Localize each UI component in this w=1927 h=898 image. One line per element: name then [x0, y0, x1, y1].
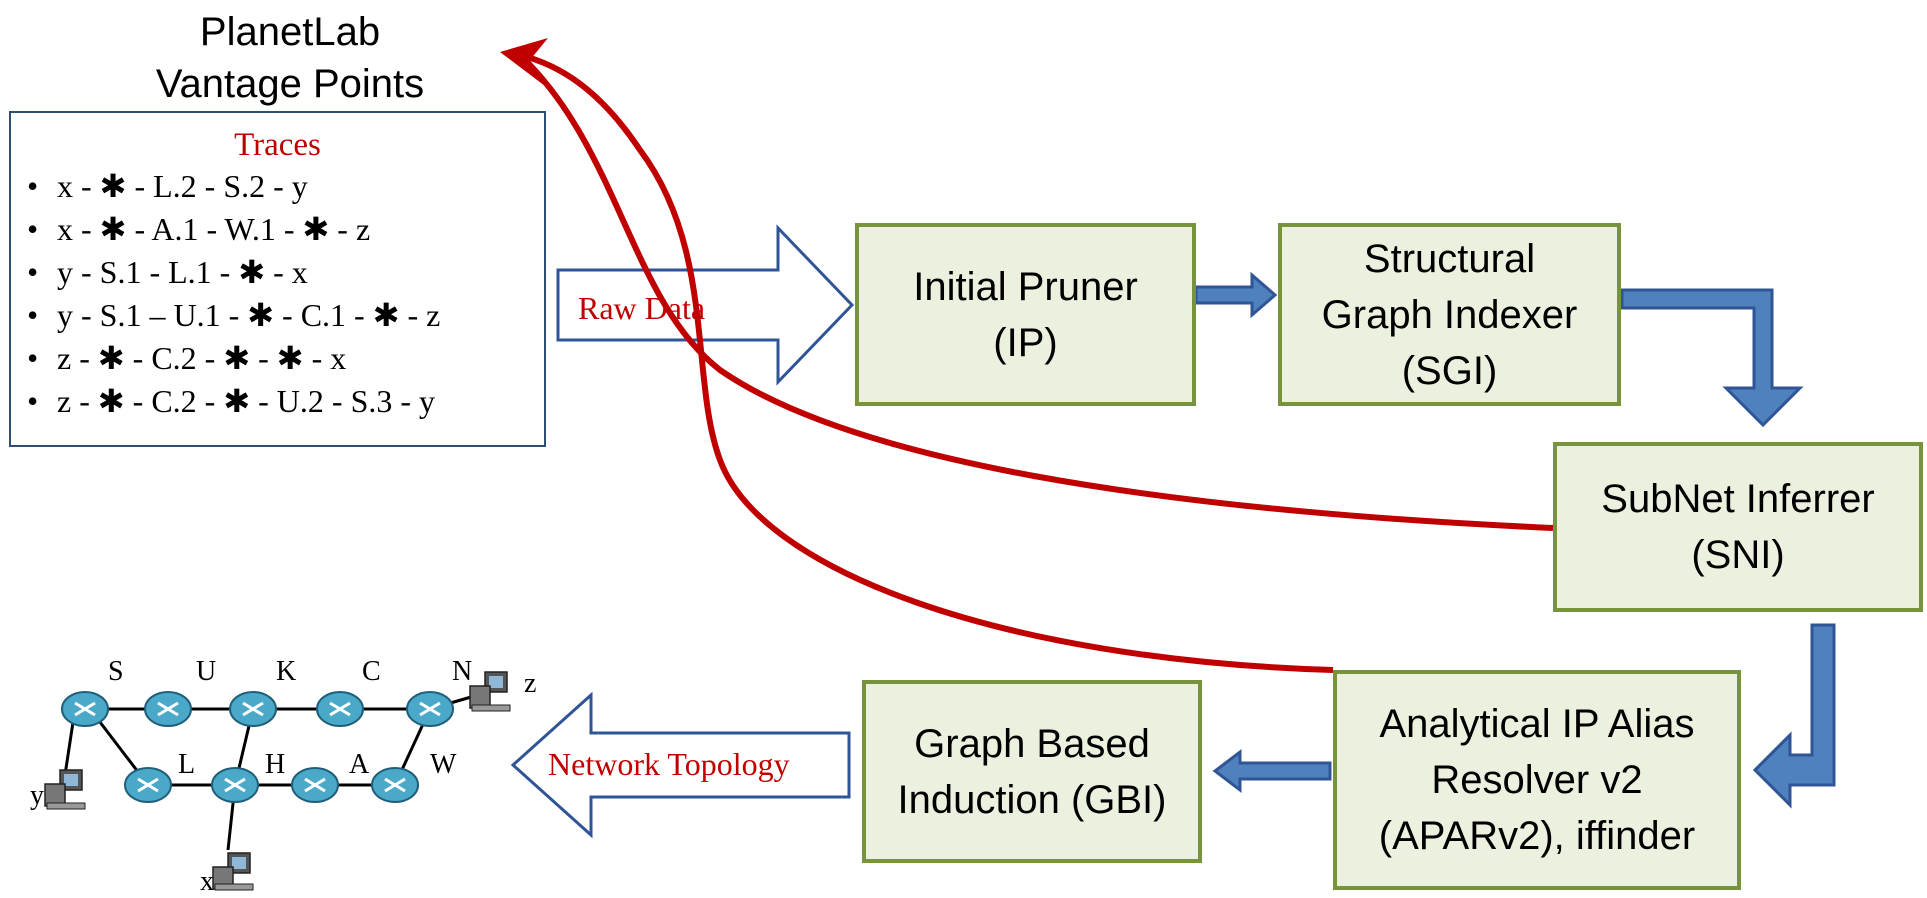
structural-graph-indexer-label: Structural Graph Indexer (SGI)	[1321, 236, 1578, 393]
bullet-icon: •	[27, 340, 39, 376]
trace-line: • y - S.1 - L.1 - ✱ - x	[11, 251, 544, 294]
router-icon	[124, 767, 172, 803]
bullet-icon: •	[27, 383, 39, 419]
router-label-u: U	[196, 656, 217, 687]
router-label-s: S	[108, 656, 124, 687]
router-icon	[211, 767, 259, 803]
router-icon	[316, 691, 364, 727]
bullet-icon: •	[27, 297, 39, 333]
apar-to-gbi-arrow	[1212, 748, 1332, 794]
computer-icon	[44, 769, 86, 810]
ip-to-sgi-arrow	[1194, 271, 1278, 319]
feedback-arrowhead-icon	[500, 38, 548, 86]
initial-pruner-box: Initial Pruner (IP)	[855, 223, 1196, 406]
trace-text: z - ✱ - C.2 - ✱ - U.2 - S.3 - y	[57, 383, 436, 419]
host-label-y: y	[30, 780, 44, 811]
subnet-inferrer-box: SubNet Inferrer (SNI)	[1553, 442, 1923, 612]
router-label-w: W	[430, 749, 457, 780]
sni-to-apar-arrow	[1752, 623, 1836, 809]
trace-text: x - ✱ - A.1 - W.1 - ✱ - z	[57, 211, 371, 247]
bullet-icon: •	[27, 254, 39, 290]
trace-line: • z - ✱ - C.2 - ✱ - U.2 - S.3 - y	[11, 380, 544, 423]
title-line-1: PlanetLab	[199, 10, 381, 54]
router-icon	[406, 691, 454, 727]
router-icon	[61, 691, 109, 727]
router-icon	[144, 691, 192, 727]
router-label-c: C	[362, 656, 381, 687]
trace-text: z - ✱ - C.2 - ✱ - ✱ - x	[57, 340, 347, 376]
initial-pruner-label: Initial Pruner (IP)	[913, 264, 1138, 365]
router-label-l: L	[178, 749, 196, 780]
traces-panel: Traces • x - ✱ - L.2 - S.2 - y • x - ✱ - A…	[9, 111, 546, 447]
graph-based-induction-label: Graph Based Induction (GBI)	[897, 721, 1167, 822]
router-icon	[371, 767, 419, 803]
computer-icon	[469, 671, 511, 712]
router-icon	[291, 767, 339, 803]
sni-feedback-curve	[517, 52, 1554, 531]
trace-line: • y - S.1 – U.1 - ✱ - C.1 - ✱ - z	[11, 294, 544, 337]
raw-data-arrow	[556, 224, 855, 386]
network-topology-arrow	[510, 691, 851, 839]
apar-label: Analytical IP Alias Resolver v2 (APARv2)…	[1378, 702, 1696, 858]
trace-text: x - ✱ - L.2 - S.2 - y	[57, 168, 308, 204]
vantage-points-title: PlanetLab Vantage Points	[100, 6, 480, 110]
router-label-n: N	[452, 656, 473, 687]
title-line-2: Vantage Points	[155, 62, 425, 106]
host-label-z: z	[524, 668, 537, 699]
router-label-k: K	[276, 656, 297, 687]
trace-line: • z - ✱ - C.2 - ✱ - ✱ - x	[11, 337, 544, 380]
trace-line: • x - ✱ - A.1 - W.1 - ✱ - z	[11, 208, 544, 251]
subnet-inferrer-label: SubNet Inferrer (SNI)	[1601, 477, 1875, 577]
router-label-a: A	[349, 749, 370, 780]
bullet-icon: •	[27, 211, 39, 247]
raw-data-label: Raw Data	[578, 290, 706, 326]
trace-text: y - S.1 - L.1 - ✱ - x	[57, 254, 308, 290]
computer-icon	[212, 852, 254, 891]
host-label-x: x	[200, 866, 214, 897]
structural-graph-indexer-box: Structural Graph Indexer (SGI)	[1278, 223, 1621, 406]
router-icons	[61, 691, 454, 803]
traces-title: Traces	[234, 127, 321, 163]
trace-line: • x - ✱ - L.2 - S.2 - y	[11, 165, 544, 208]
apar-box: Analytical IP Alias Resolver v2 (APARv2)…	[1333, 670, 1741, 890]
apar-feedback-curve	[519, 52, 1334, 673]
graph-based-induction-box: Graph Based Induction (GBI)	[862, 680, 1202, 863]
bullet-icon: •	[27, 168, 39, 204]
router-label-h: H	[265, 749, 286, 780]
router-icon	[229, 691, 277, 727]
sgi-to-sni-arrow	[1620, 288, 1804, 428]
trace-text: y - S.1 – U.1 - ✱ - C.1 - ✱ - z	[57, 297, 441, 333]
network-topology-label: Network Topology	[548, 746, 790, 782]
